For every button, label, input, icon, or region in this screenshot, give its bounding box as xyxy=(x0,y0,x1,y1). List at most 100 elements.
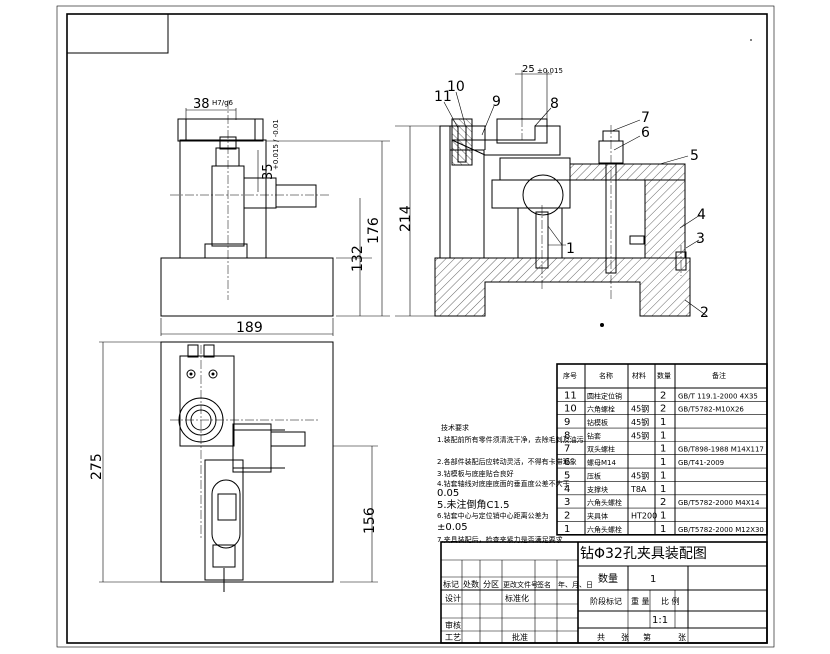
parts-cell-seq: 3 xyxy=(564,497,570,508)
outer-frame xyxy=(56,5,775,648)
tb-review: 审核 xyxy=(445,620,461,630)
tb-mark: 标记 xyxy=(443,579,459,589)
tb-page-label: 第 xyxy=(643,632,651,642)
section-view: 214 25 ±0.015 1 2 3 4 5 6 7 8 9 10 11 xyxy=(395,64,709,327)
parts-cell-qty: 1 xyxy=(660,417,666,428)
tb-stage-label: 阶段标记 xyxy=(590,596,622,606)
tech-note-4: 4.钻套轴线对底座底面的垂直度公差不大于 xyxy=(437,479,570,488)
tb-total-label: 共 xyxy=(597,633,605,642)
tech-note-1: 1.装配前所有零件须清洗干净，去除毛刺及油污 xyxy=(437,435,584,444)
tech-note-6: 5.未注倒角C1.5 xyxy=(437,498,509,511)
dim-38: 38 xyxy=(193,97,210,112)
parts-cell-qty: 1 xyxy=(660,457,666,468)
tb-weight-label: 重 量 xyxy=(631,596,650,606)
parts-cell-qty: 2 xyxy=(660,390,666,401)
parts-cell-seq: 7 xyxy=(564,444,570,455)
balloon-7: 7 xyxy=(641,110,650,126)
parts-header-name: 名称 xyxy=(599,371,613,380)
parts-cell-name: 六角头螺栓 xyxy=(587,525,622,534)
parts-cell-material: 45钢 xyxy=(631,404,649,414)
corner-box xyxy=(66,13,169,54)
parts-cell-note: GB/T41-2009 xyxy=(678,459,724,467)
balloon-5: 5 xyxy=(690,148,699,164)
front-view: 38 H7/g6 35 +0.015 / -0.01 132 176 189 xyxy=(160,97,390,336)
parts-row: 6 螺母M14 1 GB/T41-2009 xyxy=(564,457,724,468)
tb-approve: 批准 xyxy=(512,632,528,642)
front-pin xyxy=(275,184,317,208)
tb-scale-label: 比 例 xyxy=(661,596,680,606)
tech-note-5: 0.05 xyxy=(437,488,459,499)
parts-cell-name: 钻套 xyxy=(587,431,601,440)
parts-cell-seq: 10 xyxy=(564,404,577,415)
tb-sheet-label: 张 xyxy=(621,633,629,642)
parts-row: 1 六角头螺栓 1 GB/T5782-2000 M12X30 xyxy=(564,524,764,535)
parts-cell-seq: 6 xyxy=(564,457,570,468)
tb-process: 工艺 xyxy=(445,633,461,642)
dim-35-tol: +0.015 / -0.01 xyxy=(272,119,280,170)
parts-header-seq: 序号 xyxy=(563,371,577,380)
parts-cell-note: GB/T 119.1-2000 4X35 xyxy=(678,392,758,400)
parts-cell-qty: 1 xyxy=(660,510,666,521)
parts-cell-qty: 1 xyxy=(660,430,666,441)
tb-zone: 分区 xyxy=(483,580,499,589)
tech-note-0: 技术要求 xyxy=(441,423,469,432)
balloon-6: 6 xyxy=(641,125,650,141)
tb-count: 处数 xyxy=(463,579,479,589)
dim-132: 132 xyxy=(350,245,366,272)
parts-cell-name: 六角头螺栓 xyxy=(587,498,622,507)
tb-std: 标准化 xyxy=(505,593,529,603)
balloon-8: 8 xyxy=(550,96,559,112)
parts-cell-name: 支撑块 xyxy=(587,485,608,494)
dim-35: 35 xyxy=(261,163,276,180)
parts-cell-name: 压板 xyxy=(587,471,601,480)
tech-note-8: ±0.05 xyxy=(437,522,468,533)
section-base xyxy=(434,257,691,317)
dim-38-tol: H7/g6 xyxy=(212,99,234,107)
parts-cell-material: T8A xyxy=(630,485,647,494)
parts-cell-note: GB/T5782-2000 M12X30 xyxy=(678,526,764,534)
balloon-3: 3 xyxy=(696,231,705,247)
parts-header-qty: 数量 xyxy=(657,371,671,380)
parts-cell-qty: 1 xyxy=(660,484,666,495)
parts-cell-seq: 2 xyxy=(564,510,570,521)
tech-note-2: 2.各部件装配后应转动灵活，不得有卡滞现象 xyxy=(437,457,577,466)
parts-cell-material: 45钢 xyxy=(631,417,649,427)
dim-156: 156 xyxy=(362,507,378,534)
dim-214: 214 xyxy=(398,205,414,232)
tb-qty-value: 1 xyxy=(650,574,656,585)
balloon-4: 4 xyxy=(697,207,706,223)
parts-cell-seq: 9 xyxy=(564,417,570,428)
parts-header-material: 材料 xyxy=(632,371,646,380)
tb-qty-label: 数量 xyxy=(598,572,618,585)
parts-cell-seq: 1 xyxy=(564,524,570,535)
parts-cell-seq: 8 xyxy=(564,430,570,441)
parts-cell-material: 45钢 xyxy=(631,470,649,480)
balloon-9: 9 xyxy=(492,94,501,110)
parts-cell-seq: 5 xyxy=(564,470,570,481)
section-workpiece xyxy=(522,174,564,216)
front-base xyxy=(160,257,334,317)
tech-notes: 技术要求 1.装配前所有零件须清洗干净，去除毛刺及油污 2.各部件装配后应转动灵… xyxy=(437,423,584,544)
parts-cell-material: 45钢 xyxy=(631,430,649,440)
parts-cell-seq: 11 xyxy=(564,390,577,401)
top-base xyxy=(160,341,334,583)
parts-cell-note: GB/T5782-2000 M4X14 xyxy=(678,499,760,507)
parts-cell-note: GB/T5782-M10X26 xyxy=(678,406,744,414)
dim-25-tol: ±0.015 xyxy=(537,67,563,75)
parts-cell-qty: 1 xyxy=(660,444,666,455)
title-block: 钻Φ32孔夹具装配图 数量 1 阶段标记 重 量 比 例 1:1 共 张 第 张… xyxy=(440,541,768,644)
parts-cell-qty: 1 xyxy=(660,470,666,481)
parts-cell-name: 螺母M14 xyxy=(587,458,616,467)
dim-176: 176 xyxy=(366,217,382,244)
parts-cell-note: GB/T898-1988 M14X117 xyxy=(678,446,764,454)
dim-189: 189 xyxy=(236,320,263,336)
parts-cell-qty: 1 xyxy=(660,524,666,535)
